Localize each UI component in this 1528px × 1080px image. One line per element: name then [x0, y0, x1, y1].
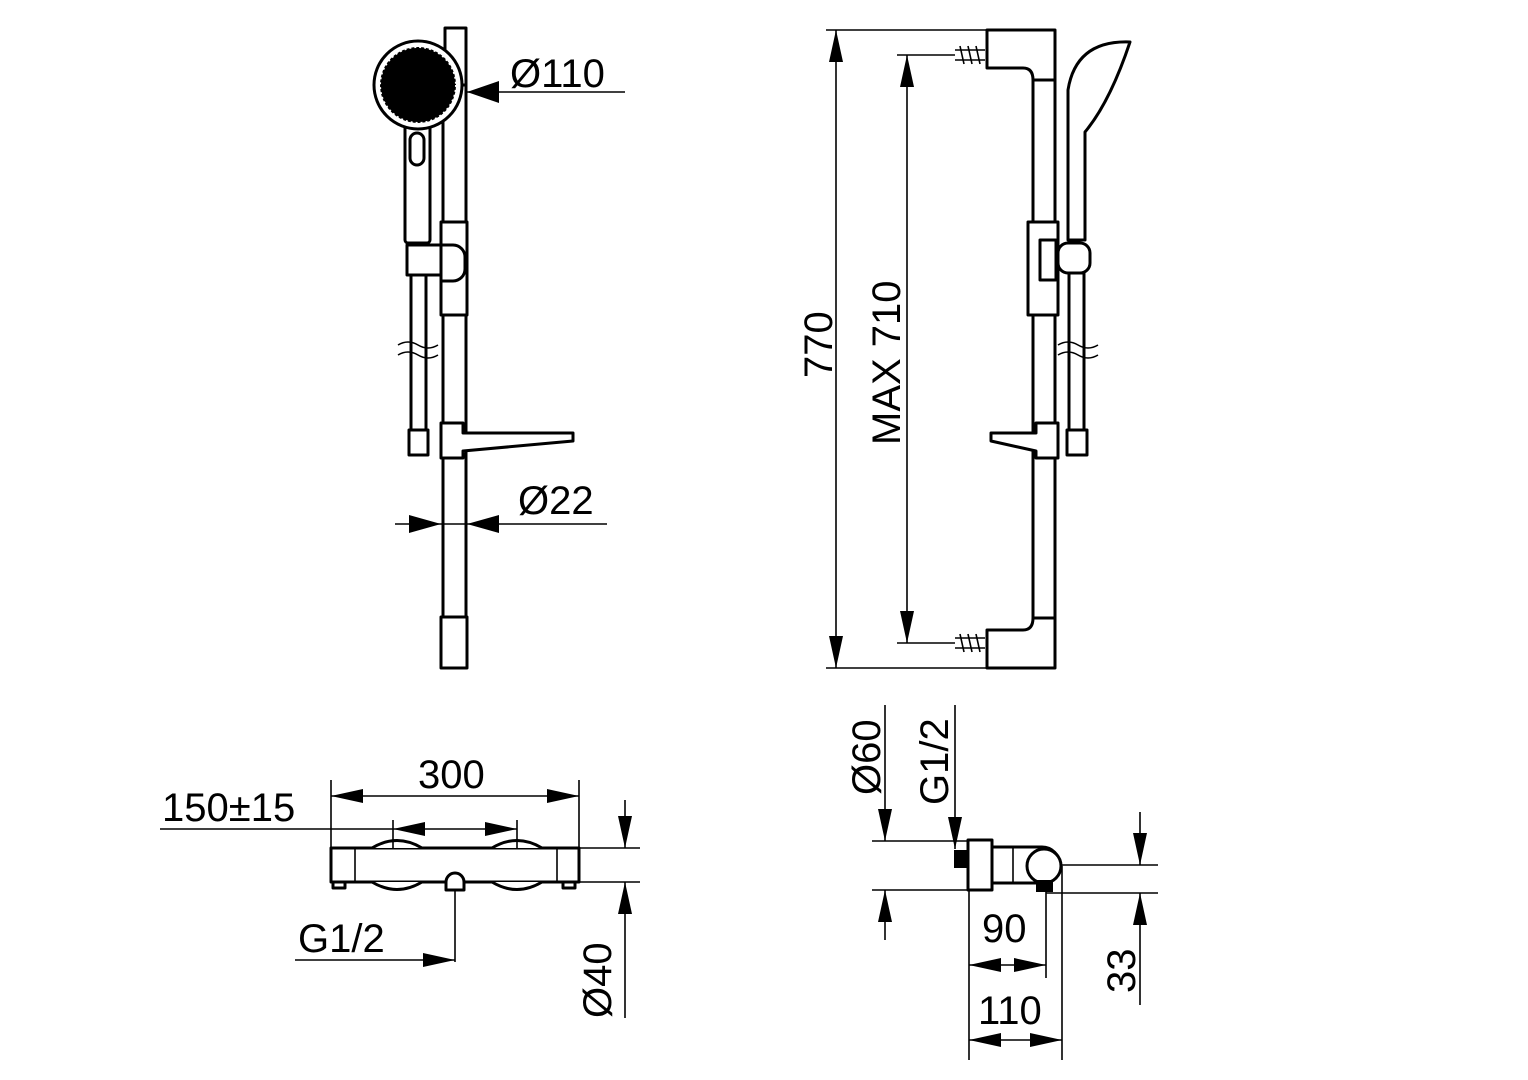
dim-bracket-spacing: MAX 710 — [865, 280, 909, 445]
mixer-body-side — [1025, 847, 1063, 885]
dim-depth-total: 110 — [978, 989, 1042, 1033]
nozzle-pattern — [380, 47, 456, 123]
front-view-shower-set: Ø110 Ø22 — [372, 26, 625, 670]
hand-shower — [372, 39, 464, 245]
soap-dish — [439, 421, 575, 460]
top-bracket — [985, 28, 1057, 82]
mixer-front-view: 300 150±15 G1/2 Ø40 — [160, 753, 640, 1018]
escutcheon — [966, 838, 994, 892]
dim-depth-outlet: 90 — [982, 907, 1027, 951]
dim-escutcheon-diameter: Ø60 — [845, 719, 889, 795]
dim-rail-diameter: Ø22 — [518, 479, 594, 523]
hose-end-side — [1065, 428, 1089, 457]
soap-dish-side — [989, 421, 1060, 460]
inlet-thread — [954, 850, 968, 868]
hand-shower-side — [1066, 40, 1132, 242]
holder — [405, 243, 443, 277]
dim-outlet-height: 33 — [1100, 949, 1144, 994]
dim-mixer-outlet: G1/2 — [298, 917, 385, 961]
dim-handshower-diameter: Ø110 — [510, 52, 605, 96]
rail-bottom-cap — [439, 615, 469, 670]
rail-side — [1031, 73, 1057, 627]
bottom-screw — [955, 633, 985, 653]
dim-rail-length: 770 — [797, 311, 841, 378]
mixer-outlet — [444, 871, 466, 892]
dim-inlet-spacing: 150±15 — [162, 786, 295, 830]
dim-mixer-width: 300 — [418, 753, 485, 797]
top-screw — [955, 45, 985, 65]
holder-side — [1056, 241, 1092, 275]
hose-end — [407, 428, 430, 457]
rail — [441, 83, 468, 622]
dim-inlet-thread: G1/2 — [913, 718, 957, 805]
dim-mixer-body-diameter: Ø40 — [576, 942, 620, 1018]
mixer-side-view: Ø60 G1/2 90 110 33 — [845, 705, 1158, 1060]
side-view-shower-set: 770 MAX 710 — [797, 28, 1132, 670]
bottom-bracket — [985, 616, 1057, 670]
